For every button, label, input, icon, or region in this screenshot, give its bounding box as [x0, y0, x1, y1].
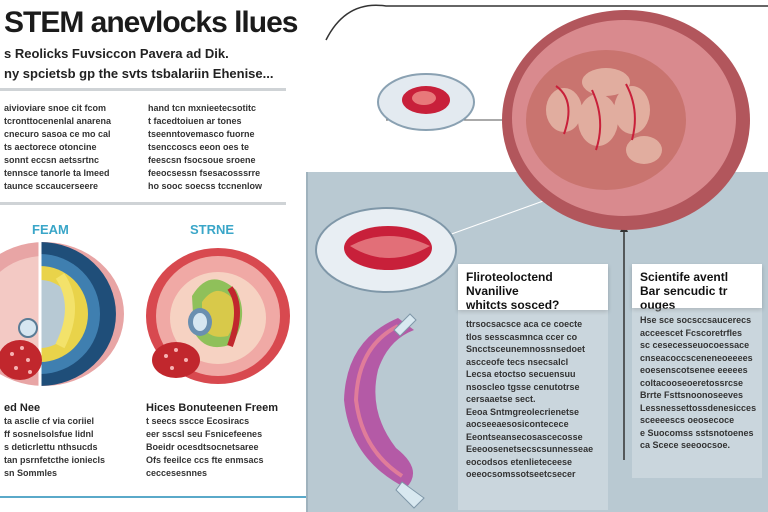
right-card-body: Hse sce socsccsaucerecs acceescet Fcscor…	[632, 308, 762, 478]
text-line: coltacooseoeretossrcse	[640, 377, 744, 388]
caption-left: ed Nee ta asclie cf via coriiel ff sosne…	[4, 402, 136, 480]
text-line: t facedtoiuen ar tones	[148, 116, 242, 126]
text-line: Eeeoosenetsecscsunnesseae	[466, 444, 594, 454]
text-line: tan psrnfetcthe ioniecls	[4, 455, 106, 465]
text-line: acceescet Fcscoretrfles	[640, 327, 743, 338]
text-line: cersaaetse sect.	[466, 394, 536, 404]
text-line: ts aectorece otoncine	[4, 142, 97, 152]
text-line: ascceofe tecs nsecsalcl	[466, 356, 569, 367]
text-line: feeocsessn fsesacosssrre	[148, 168, 261, 178]
subtitle-line-2: ny spcietsb gp the svts tsbalariin Eheni…	[4, 66, 274, 81]
text-line: Lessnessettossdenesicces	[640, 402, 757, 413]
text-line: oeeocsomssotseetcsecer	[466, 469, 576, 479]
text-line: e Suocomss sstsnotoenes	[640, 427, 754, 438]
text-line: t seecs sscce Ecosiracs	[146, 416, 250, 426]
text-line: nsoscleo tgsse cenutotrse	[466, 381, 580, 392]
panel-edge	[306, 172, 308, 512]
text-line: cnecuro sasoa ce mo cal	[4, 129, 111, 139]
text-line: aocseeaesosicontecece	[466, 419, 569, 429]
page-title: STEM anevlocks llues	[4, 6, 298, 39]
text-line: ff sosnelsolsfue lidnl	[4, 429, 94, 439]
subtitle-line-1: s Reolicks Fuvsiccon Pavera ad Dik.	[4, 46, 229, 61]
text-line: tsenccoscs eeon oes te	[148, 142, 250, 152]
middle-card-header: Fliroteoloctend Nvanilive whitcts sosced…	[458, 264, 608, 312]
text-line: tennsce tanorle ta lmeed	[4, 168, 110, 178]
text-line: tcronttocenenlal anarena	[4, 116, 112, 126]
text-line: cnseacoccsceneneoeeees	[640, 352, 753, 363]
text-line: Hse sce socsccsaucerecs	[640, 315, 752, 325]
cross-section-illustration-left	[0, 236, 124, 396]
caption-right: Hices Bonuteenen Freem t seecs sscce Eco…	[146, 402, 286, 480]
text-line: eer sscsl seu Fsnicefeenes	[146, 429, 263, 439]
text-line: ho sooc soecss tccnenlow	[148, 181, 263, 191]
tissue-illustration	[315, 4, 768, 509]
text-line: hand tcn mxnieetecsotitc	[148, 103, 257, 113]
text-line: sonnt eccsn aetssrtnc	[4, 155, 100, 165]
text-line: tlos sesscasmnca ccer co	[466, 331, 578, 342]
caption-title: ed Nee	[4, 402, 41, 414]
text-line: ta asclie cf via coriiel	[4, 416, 95, 426]
right-illustration-label: STRNE	[190, 222, 235, 237]
middle-card-body: ttrsocsacsce aca ce coecte tlos sesscasm…	[458, 310, 608, 510]
text-line: eoesenscotsenee eeeees	[640, 365, 748, 375]
right-card-header: Scientife aventl Bar sencudic tr ouges	[632, 264, 762, 312]
text-line: Boeidr ocesdtsocnetsaree	[146, 442, 259, 452]
text-line: sc cesecesseuocoessace	[640, 340, 750, 350]
card-subheading: Bar sencudic tr ouges	[640, 284, 728, 312]
text-line: eocodsos etenlieteceese	[466, 456, 573, 467]
text-line: tseenntovemasco fuorne	[148, 129, 255, 139]
card-subheading: whitcts sosced?	[466, 298, 560, 312]
text-line: ceccesesnnes	[146, 468, 208, 478]
text-line: Eeoa Sntmgreolecrienetse	[466, 406, 580, 417]
bottom-rule	[0, 496, 310, 498]
text-line: Lecsa etoctso secuensuu	[466, 369, 576, 379]
card-heading: Scientife aventl	[640, 270, 729, 284]
text-column-1: aivioviare snoe cit fcom tcronttocenenla…	[4, 102, 136, 193]
card-heading: Fliroteoloctend Nvanilive	[466, 270, 553, 298]
text-line: Brrte Fsttsnoonoseeves	[640, 390, 744, 400]
left-illustration-label: FEAM	[32, 222, 69, 237]
text-column-2: hand tcn mxnieetecsotitc t facedtoiuen a…	[148, 102, 278, 193]
text-line: Sncctsceunemnossnsedoet	[466, 344, 586, 354]
header-divider	[0, 88, 286, 91]
text-line: sceeeescs oeosecoce	[640, 415, 735, 425]
text-line: Ofs feeilce ccs fte enmsacs	[146, 455, 264, 465]
text-line: aivioviare snoe cit fcom	[4, 103, 107, 113]
text-line: feescsn fsocsoue sroene	[148, 155, 256, 165]
text-line: Eeontseansecosascecosse	[466, 431, 583, 442]
caption-title: Hices Bonuteenen Freem	[146, 402, 279, 414]
text-line: ttrsocsacsce aca ce coecte	[466, 319, 583, 329]
section-divider	[0, 202, 286, 205]
text-line: ca Scece seeoocsoe.	[640, 440, 731, 450]
text-line: sn Sommles	[4, 468, 58, 478]
cross-section-illustration-right	[146, 248, 290, 384]
text-line: s deticrlettu nthsucds	[4, 442, 98, 452]
text-line: taunce sccaucerseere	[4, 181, 99, 191]
